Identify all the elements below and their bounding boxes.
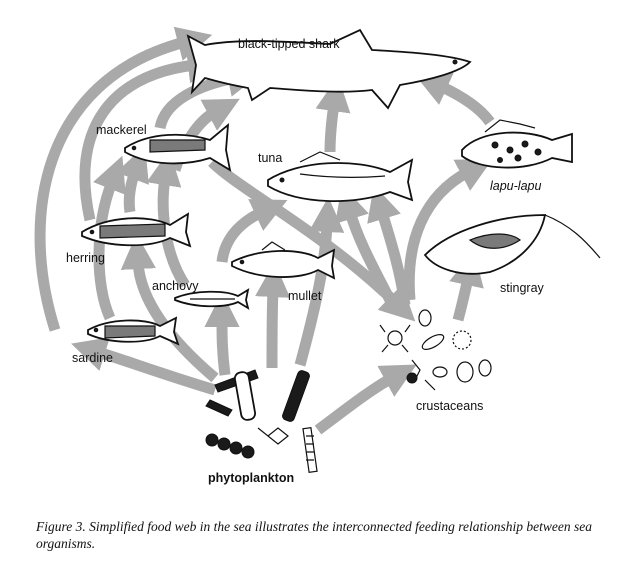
phytoplankton-figure <box>205 369 318 474</box>
label-lapulapu: lapu-lapu <box>490 179 541 193</box>
tuna-figure <box>267 151 414 202</box>
mackerel-figure <box>124 122 232 172</box>
arrow-mullet-to-tuna <box>216 199 288 263</box>
label-anchovy: anchovy <box>152 279 199 293</box>
arrow-crustaceans-to-stingray <box>449 250 484 322</box>
arrow-phyto-to-anchovy <box>204 291 240 376</box>
arrow-phyto-to-tuna <box>294 196 345 367</box>
herring-figure <box>81 212 192 248</box>
arrow-herring-to-shark <box>79 48 223 222</box>
label-shark: black-tipped shark <box>238 37 340 51</box>
figure-caption: Figure 3. Simplified food web in the sea… <box>36 519 593 551</box>
food-web-diagram: black-tipped shark mackerel tuna lapu-la… <box>34 26 601 485</box>
label-stingray: stingray <box>500 281 545 295</box>
arrow-mackerel-to-tuna-crossing <box>208 158 416 322</box>
arrow-phyto-to-crustaceans <box>314 364 417 435</box>
label-herring: herring <box>66 251 105 265</box>
arrow-phyto-to-mullet <box>255 261 291 369</box>
arrow-crustaceans-to-lapulapu <box>403 158 493 301</box>
label-mackerel: mackerel <box>96 123 147 137</box>
arrow-lapulapu-to-shark <box>414 72 495 126</box>
feeding-arrows <box>34 26 495 435</box>
mullet-figure <box>231 241 336 280</box>
arrow-phyto-to-herring <box>120 233 219 383</box>
arrow-sardine-to-mackerel <box>93 155 126 321</box>
lapulapu-figure <box>461 119 573 169</box>
label-mullet: mullet <box>288 289 322 303</box>
label-tuna: tuna <box>258 151 282 165</box>
sardine-figure <box>87 316 180 346</box>
shark-figure <box>186 28 472 110</box>
label-phytoplankton: phytoplankton <box>208 471 294 485</box>
arrow-sardine-to-shark <box>34 26 213 332</box>
label-crustaceans: crustaceans <box>416 399 483 413</box>
label-sardine: sardine <box>72 351 113 365</box>
crustaceans-figure <box>379 309 492 391</box>
arrow-herring-to-mackerel <box>116 145 149 213</box>
stingray-figure <box>423 214 601 275</box>
anchovy-figure <box>174 288 250 310</box>
arrow-tuna-to-shark <box>315 76 351 153</box>
arrow-phyto-to-sardine <box>71 337 217 396</box>
